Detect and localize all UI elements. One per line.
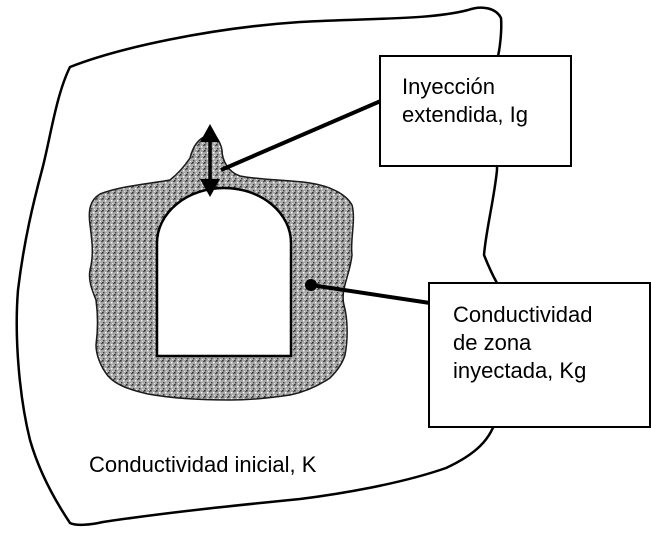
initial-conductivity-label: Conductividad inicial, K — [89, 452, 317, 477]
injection-label-line-2: extendida, Ig — [402, 102, 528, 127]
injection-label-line-1: Inyección — [402, 74, 495, 99]
arrowhead-down-icon — [200, 179, 220, 197]
injection-leader-line — [220, 98, 384, 172]
grouted-zone-label-line-1: Conductividad — [453, 302, 593, 327]
rock-mass-boundary — [15, 6, 503, 527]
grouted-zone-point — [305, 279, 317, 291]
injection-label-box: Inyección extendida, Ig — [379, 55, 572, 167]
tunnel-opening — [155, 186, 293, 358]
grouted-zone-label-line-2: de zona — [453, 330, 532, 355]
grouted-zone-label-box: Conductividad de zona inyectada, Kg — [428, 282, 651, 428]
grouted-zone-label-line-3: inyectada, Kg — [453, 358, 587, 383]
arrowhead-up-icon — [200, 124, 220, 142]
grouted-zone-leader-line — [310, 283, 431, 305]
